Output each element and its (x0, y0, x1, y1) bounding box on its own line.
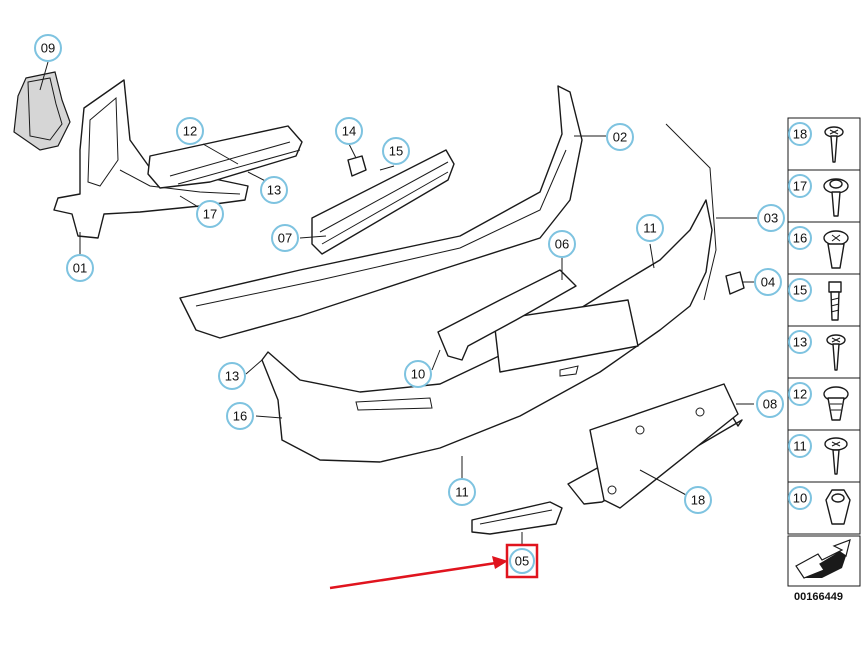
callout-13-upper-label: 13 (267, 183, 281, 198)
legend-item-15: 15 (788, 278, 842, 321)
direction-arrow-box (787, 535, 861, 587)
nut-icon (825, 489, 851, 525)
legend-item-16: 16 (788, 226, 849, 269)
bolt-icon (828, 281, 842, 321)
callout-07: 07 (271, 224, 299, 252)
callout-12: 12 (176, 117, 204, 145)
callout-10: 10 (404, 360, 432, 388)
screw-icon (824, 126, 844, 163)
callout-11-upper: 11 (636, 214, 664, 242)
callout-01-label: 01 (73, 261, 87, 276)
fastener-legend: 18 17 16 15 (787, 117, 861, 587)
legend-16-label: 16 (793, 231, 807, 246)
clip-icon (823, 386, 849, 421)
callout-14-label: 14 (342, 124, 356, 139)
callout-13-lower-label: 13 (225, 369, 239, 384)
legend-item-12: 12 (788, 382, 849, 421)
part-06-bracket (437, 269, 577, 361)
legend-17-label: 17 (793, 179, 807, 194)
legend-10-label: 10 (793, 491, 807, 506)
callout-11-upper-label: 11 (643, 221, 657, 236)
callout-15: 15 (382, 137, 410, 165)
callout-15-label: 15 (389, 144, 403, 159)
callout-08-label: 08 (763, 397, 777, 412)
callout-11-lower-label: 11 (455, 485, 469, 500)
callout-13-upper: 13 (260, 176, 288, 204)
callout-13-lower: 13 (218, 362, 246, 390)
callout-12-label: 12 (183, 124, 197, 139)
callout-16-label: 16 (233, 409, 247, 424)
legend-18-label: 18 (793, 127, 807, 142)
callout-09-label: 09 (41, 41, 55, 56)
callout-01: 01 (66, 254, 94, 282)
legend-item-13: 13 (788, 330, 846, 371)
callout-16: 16 (226, 402, 254, 430)
callout-14: 14 (335, 117, 363, 145)
legend-13-label: 13 (793, 335, 807, 350)
callout-09: 09 (34, 34, 62, 62)
legend-15-label: 15 (793, 283, 807, 298)
callout-06-label: 06 (555, 237, 569, 252)
screw-icon (826, 334, 846, 371)
callout-02: 02 (606, 123, 634, 151)
callout-04: 04 (754, 268, 782, 296)
callout-08: 08 (756, 390, 784, 418)
callout-05-label: 05 (515, 554, 529, 569)
legend-item-18: 18 (788, 122, 844, 163)
part-01-carrier-frame (53, 79, 249, 239)
leader-lines (39, 61, 758, 546)
legend-12-label: 12 (793, 387, 807, 402)
part-07-guide-rail (311, 149, 455, 255)
callout-18: 18 (684, 486, 712, 514)
callout-07-label: 07 (278, 231, 292, 246)
highlight-arrow (329, 556, 508, 590)
callout-06: 06 (548, 230, 576, 258)
part-14-clip (347, 155, 367, 177)
direction-arrow-icon (795, 539, 851, 579)
legend-11-label: 11 (793, 439, 807, 454)
callout-02-label: 02 (613, 130, 627, 145)
callout-04-label: 04 (761, 275, 775, 290)
legend-item-17: 17 (788, 174, 849, 217)
callout-10-label: 10 (411, 367, 425, 382)
collar-screw-icon (823, 178, 849, 217)
callout-11-lower: 11 (448, 478, 476, 506)
part-04-cap (725, 271, 745, 295)
part-05-reflector (471, 501, 563, 535)
callout-18-label: 18 (691, 493, 705, 508)
legend-item-10: 10 (788, 486, 851, 525)
part-08-plate-bracket (567, 383, 743, 509)
part-09-bracket (13, 71, 71, 151)
collar-screw-icon (824, 437, 848, 475)
legend-item-11: 11 (788, 434, 848, 475)
part-02-lower-trim (179, 85, 583, 339)
callout-03: 03 (757, 204, 785, 232)
diagram-reference-number: 00166449 (794, 591, 843, 603)
callout-03-label: 03 (764, 211, 778, 226)
callout-17: 17 (196, 200, 224, 228)
expanding-rivet-icon (823, 230, 849, 269)
callout-17-label: 17 (203, 207, 217, 222)
part-03-bumper-panel (261, 123, 717, 463)
callout-05-highlighted: 05 (505, 543, 539, 579)
